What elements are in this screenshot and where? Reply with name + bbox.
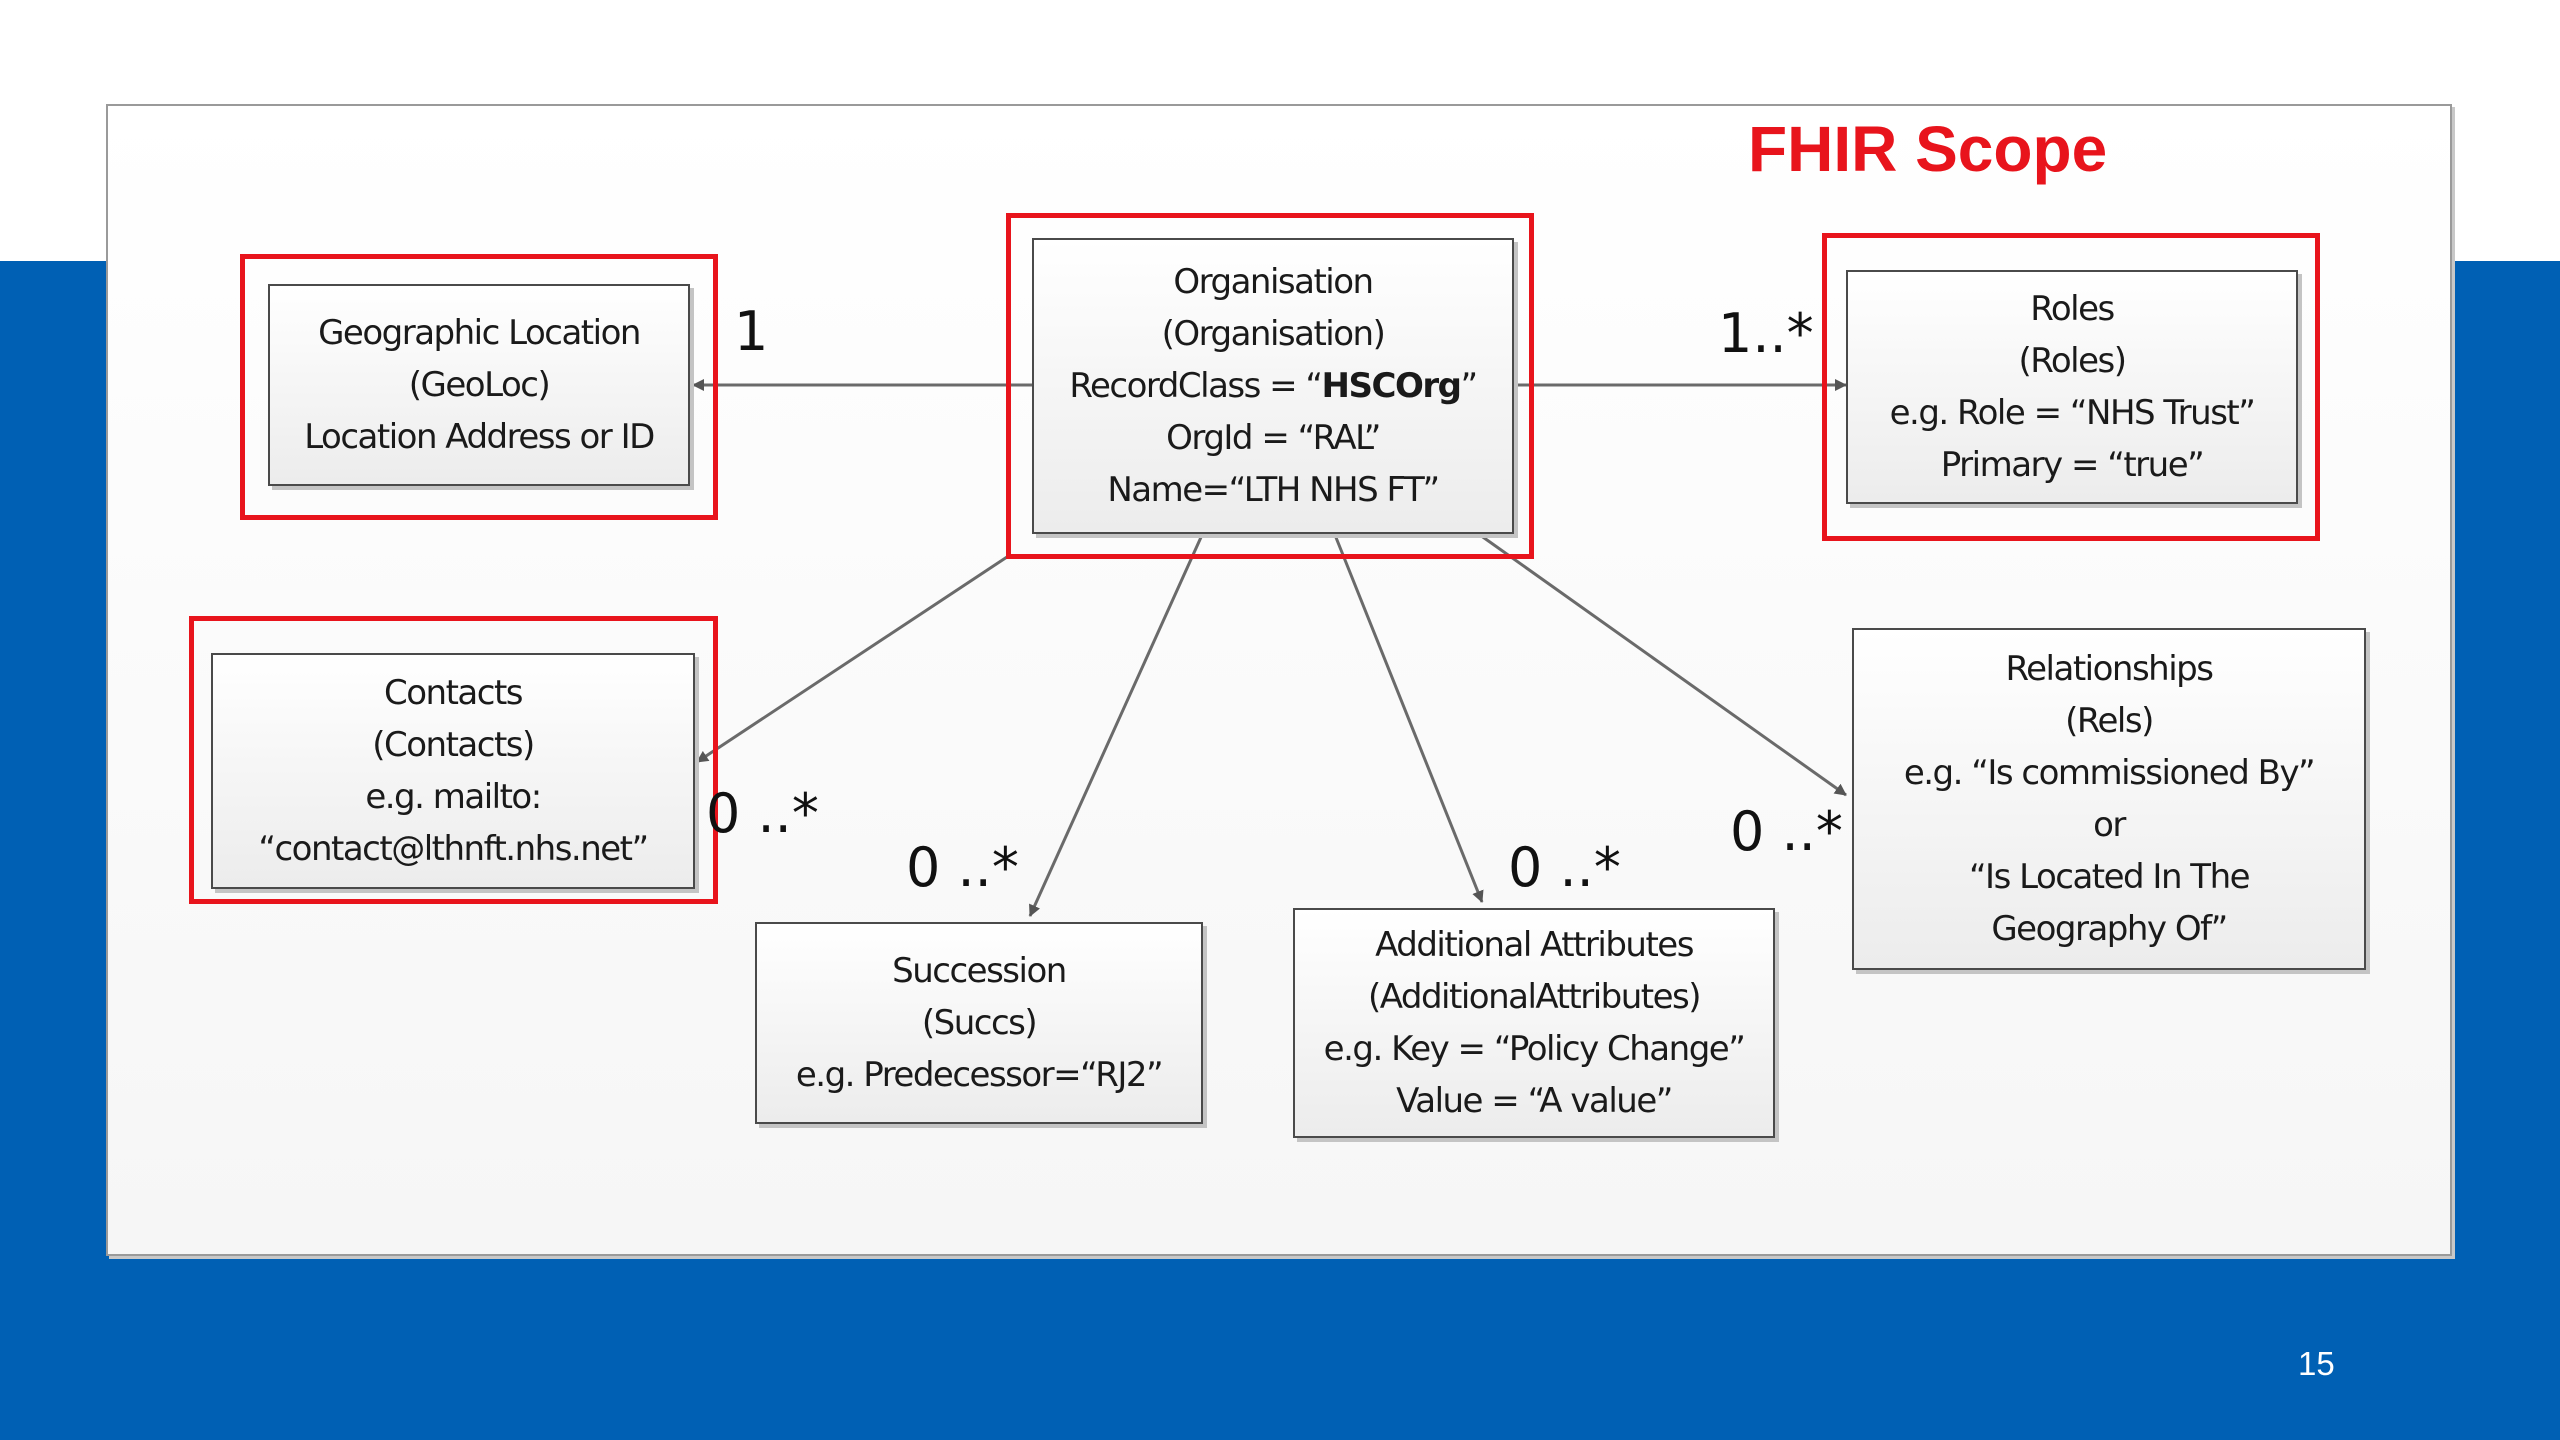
multiplicity-contacts: 0 ..* bbox=[706, 782, 819, 845]
multiplicity-rels: 0 ..* bbox=[1730, 800, 1843, 863]
roles-line-2: (Roles) bbox=[2018, 341, 2127, 381]
scope-outline-contacts bbox=[189, 616, 718, 904]
node-additional-attributes: Additional Attributes (AdditionalAttribu… bbox=[1293, 908, 1775, 1138]
rels-line-2: (Rels) bbox=[2065, 701, 2154, 741]
node-relationships: Relationships (Rels) e.g. “Is commission… bbox=[1852, 628, 2366, 970]
rels-line-4: or bbox=[2093, 805, 2126, 845]
org-line-3: RecordClass = “HSCOrg” bbox=[1069, 360, 1478, 412]
org-line-1: Organisation bbox=[1173, 262, 1374, 302]
contacts-line-1: Contacts bbox=[384, 673, 524, 713]
succ-line-2: (Succs) bbox=[921, 1003, 1038, 1043]
node-contacts: Contacts (Contacts) e.g. mailto: “contac… bbox=[211, 653, 695, 889]
roles-line-3: e.g. Role = “NHS Trust” bbox=[1889, 393, 2256, 433]
org-recordclass-suffix: ” bbox=[1460, 366, 1478, 406]
rels-line-5: “Is Located In The bbox=[1968, 857, 2251, 897]
attrs-line-2: (AdditionalAttributes) bbox=[1367, 977, 1702, 1017]
org-recordclass-value: HSCOrg bbox=[1321, 366, 1462, 406]
scope-outline-roles bbox=[1822, 233, 2320, 541]
roles-line-1: Roles bbox=[2030, 289, 2115, 329]
rels-line-3: e.g. “Is commissioned By” bbox=[1903, 753, 2316, 793]
succ-line-1: Succession bbox=[892, 951, 1067, 991]
rels-line-6: Geography Of” bbox=[1991, 909, 2228, 949]
geo-line-1: Geographic Location bbox=[318, 313, 641, 353]
node-organisation: Organisation (Organisation) RecordClass … bbox=[1032, 238, 1514, 534]
geo-line-2: (GeoLoc) bbox=[408, 365, 551, 405]
rels-line-1: Relationships bbox=[2005, 649, 2214, 689]
org-line-5: Name=“LTH NHS FT” bbox=[1107, 470, 1440, 510]
node-geographic-location: Geographic Location (GeoLoc) Location Ad… bbox=[268, 284, 690, 486]
page-number: 15 bbox=[2298, 1345, 2335, 1382]
org-recordclass-prefix: RecordClass = “ bbox=[1069, 366, 1323, 406]
multiplicity-attrs: 0 ..* bbox=[1508, 836, 1621, 899]
scope-outline-geo bbox=[240, 254, 718, 520]
scope-outline-org bbox=[1006, 213, 1534, 559]
edge-org-rels bbox=[1479, 533, 1847, 797]
multiplicity-roles: 1..* bbox=[1718, 302, 1814, 365]
edge-org-succ bbox=[1028, 534, 1204, 917]
attrs-line-3: e.g. Key = “Policy Change” bbox=[1323, 1029, 1746, 1069]
org-line-2: (Organisation) bbox=[1161, 314, 1386, 354]
node-succession: Succession (Succs) e.g. Predecessor=“RJ2… bbox=[755, 922, 1203, 1124]
edge-org-attrs bbox=[1333, 534, 1484, 903]
geo-line-3: Location Address or ID bbox=[304, 417, 655, 457]
multiplicity-succ: 0 ..* bbox=[906, 836, 1019, 899]
multiplicity-geo: 1 bbox=[734, 300, 769, 363]
org-line-4: OrgId = “RAL” bbox=[1166, 418, 1381, 458]
edge-org-contacts bbox=[696, 553, 1011, 764]
attrs-line-1: Additional Attributes bbox=[1375, 925, 1694, 965]
contacts-line-2: (Contacts) bbox=[372, 725, 535, 765]
diagram-title: FHIR Scope bbox=[1748, 113, 2108, 185]
attrs-line-4: Value = “A value” bbox=[1396, 1081, 1673, 1121]
contacts-line-4: “contact@lthnft.nhs.net” bbox=[258, 829, 649, 869]
contacts-line-3: e.g. mailto: bbox=[365, 777, 542, 817]
succ-line-3: e.g. Predecessor=“RJ2” bbox=[795, 1055, 1164, 1095]
node-roles: Roles (Roles) e.g. Role = “NHS Trust” Pr… bbox=[1846, 270, 2298, 504]
roles-line-4: Primary = “true” bbox=[1940, 445, 2205, 485]
